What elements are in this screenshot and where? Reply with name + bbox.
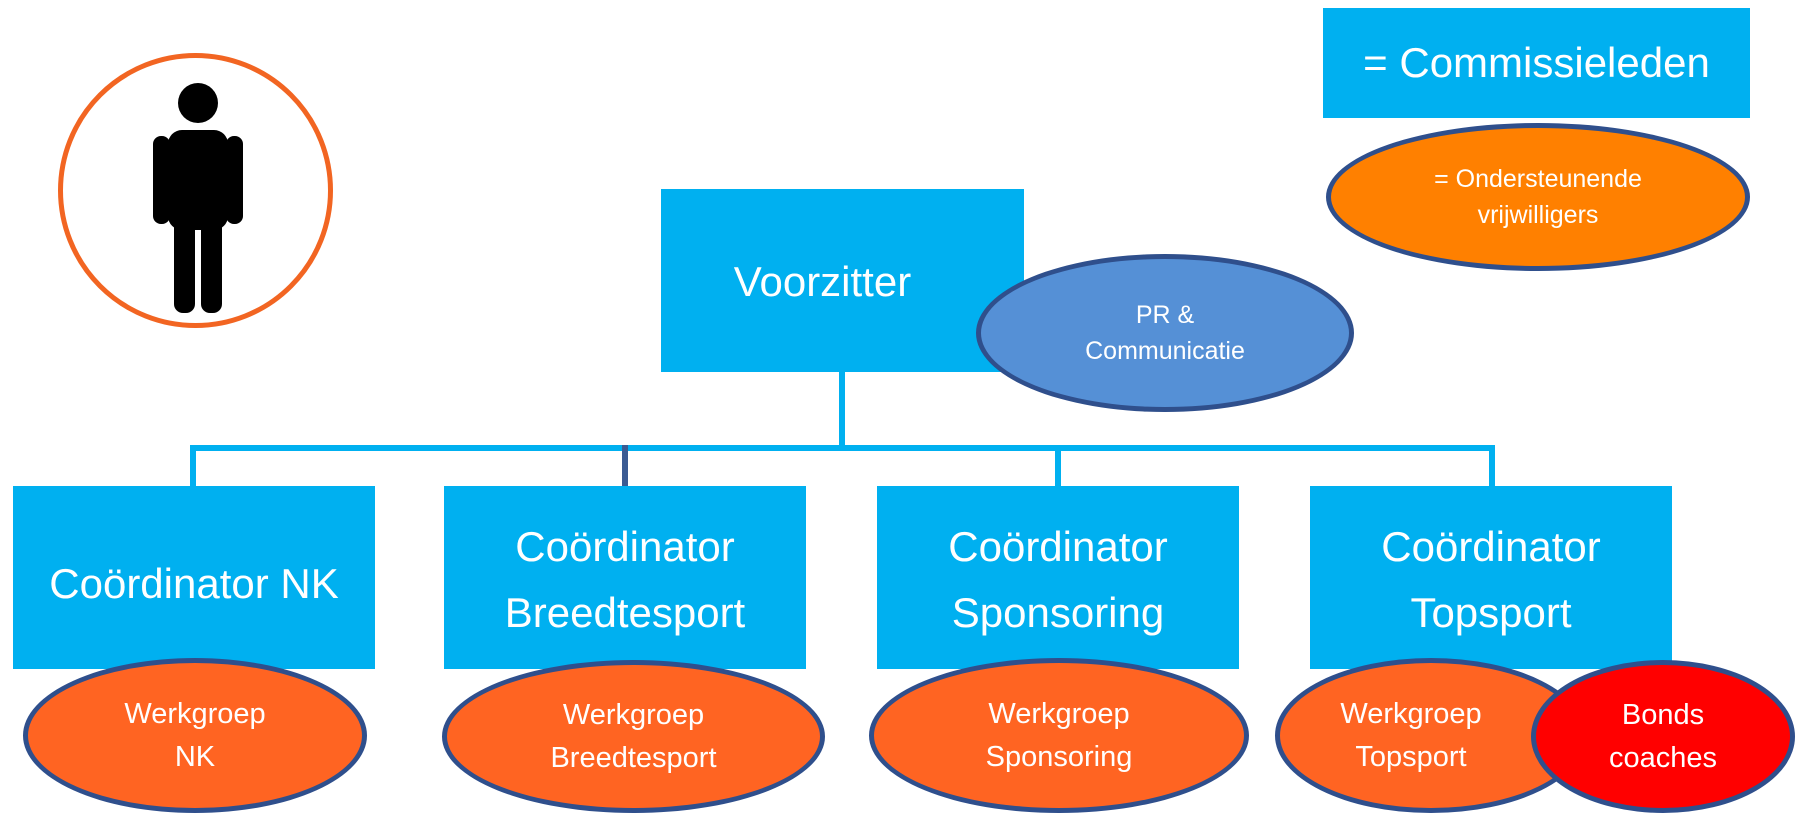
coordinator-sponsoring-box: Coördinator Sponsoring [877, 486, 1239, 669]
coordinator-nk-label: Coördinator NK [49, 560, 339, 607]
connector-breedtesport [622, 445, 628, 486]
workgroup-nk-ellipse: Werkgroep NK [23, 658, 367, 813]
coordinator-topsport-line-1: Coördinator [1381, 523, 1601, 570]
workgroup-breedtesport-ellipse: Werkgroep Breedtesport [442, 660, 825, 813]
chair-label: Voorzitter [733, 258, 912, 305]
legend-members-label: = Commissieleden [1363, 38, 1710, 86]
workgroup-nk-line-1: Werkgroep [124, 698, 266, 731]
legend-volunteers-ellipse: = Ondersteunende vrijwilligers [1326, 123, 1750, 271]
coordinator-nk-box: Coördinator NK [13, 486, 375, 669]
coordinator-sponsoring-line-1: Coördinator [948, 523, 1168, 570]
chair-box: Voorzitter [661, 189, 1024, 372]
bonds-coaches-ellipse: Bonds coaches [1531, 660, 1795, 813]
legend-members-box: = Commissieleden [1323, 8, 1750, 118]
workgroup-nk-line-2: NK [174, 740, 216, 773]
coordinator-topsport-line-2: Topsport [1410, 589, 1572, 637]
connector-chair-down [839, 372, 845, 448]
connector-nk [190, 445, 196, 486]
coordinator-breedtesport-box: Coördinator Breedtesport [444, 486, 806, 669]
person-icon [153, 83, 243, 313]
coordinator-breedtesport-line-2: Breedtesport [504, 589, 746, 637]
bonds-coaches-line-2: coaches [1608, 741, 1717, 774]
connector-horizontal [190, 445, 1495, 451]
workgroup-sponsoring-line-2: Sponsoring [985, 740, 1133, 773]
bonds-coaches-line-1: Bonds [1621, 699, 1705, 732]
workgroup-breedtesport-line-1: Werkgroep [562, 699, 705, 732]
coordinator-sponsoring-line-2: Sponsoring [951, 589, 1165, 637]
legend-volunteers-line-1: = Ondersteunende [1434, 164, 1642, 193]
pr-line-1: PR & [1135, 300, 1195, 329]
workgroup-sponsoring-ellipse: Werkgroep Sponsoring [869, 658, 1249, 813]
connector-sponsoring [1055, 445, 1061, 486]
workgroup-breedtesport-line-2: Breedtesport [550, 741, 717, 774]
workgroup-topsport-line-1: Werkgroep [1340, 698, 1482, 731]
pr-line-2: Communicatie [1085, 337, 1245, 365]
pr-communication-ellipse: PR & Communicatie [976, 254, 1354, 412]
person-icon-circle [58, 53, 333, 328]
coordinator-breedtesport-line-1: Coördinator [515, 523, 735, 570]
coordinator-topsport-box: Coördinator Topsport [1310, 486, 1672, 669]
workgroup-sponsoring-line-1: Werkgroep [988, 698, 1130, 731]
workgroup-topsport-line-2: Topsport [1355, 740, 1467, 773]
connector-topsport [1489, 445, 1495, 486]
legend-volunteers-line-2: vrijwilligers [1477, 201, 1599, 229]
